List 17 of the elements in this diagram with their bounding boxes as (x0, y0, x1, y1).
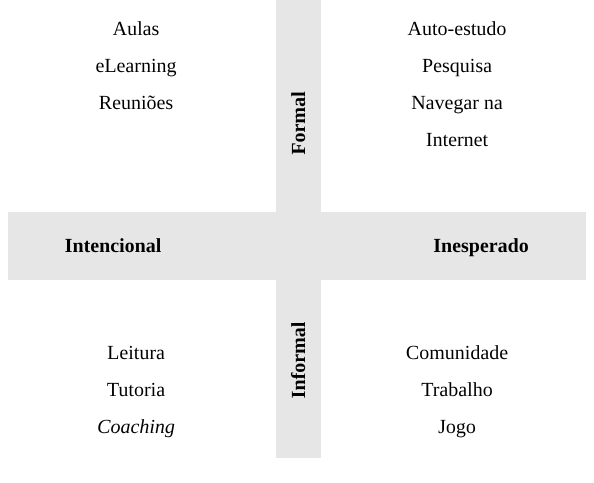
activity-label: Auto-estudo (406, 17, 508, 42)
activity-label: Trabalho (420, 378, 494, 403)
activity-label: Leitura (106, 341, 166, 366)
axis-label: Formal (288, 91, 308, 155)
axis-label: Informal (288, 322, 308, 398)
activity-label: eLearning (94, 54, 178, 79)
axis-label: Inesperado (433, 236, 529, 256)
activity-label: Reuniões (98, 91, 174, 116)
activity-label: Pesquisa (421, 54, 493, 79)
activity-label: Comunidade (404, 341, 510, 366)
activity-label: Jogo (437, 415, 477, 440)
activity-label: Aulas (112, 17, 160, 42)
activity-label: Coaching (96, 415, 176, 440)
activity-label: Navegar na Internet (410, 91, 504, 153)
activity-label: Tutoria (106, 378, 166, 403)
axis-label: Intencional (64, 236, 162, 256)
category-band (8, 212, 586, 280)
